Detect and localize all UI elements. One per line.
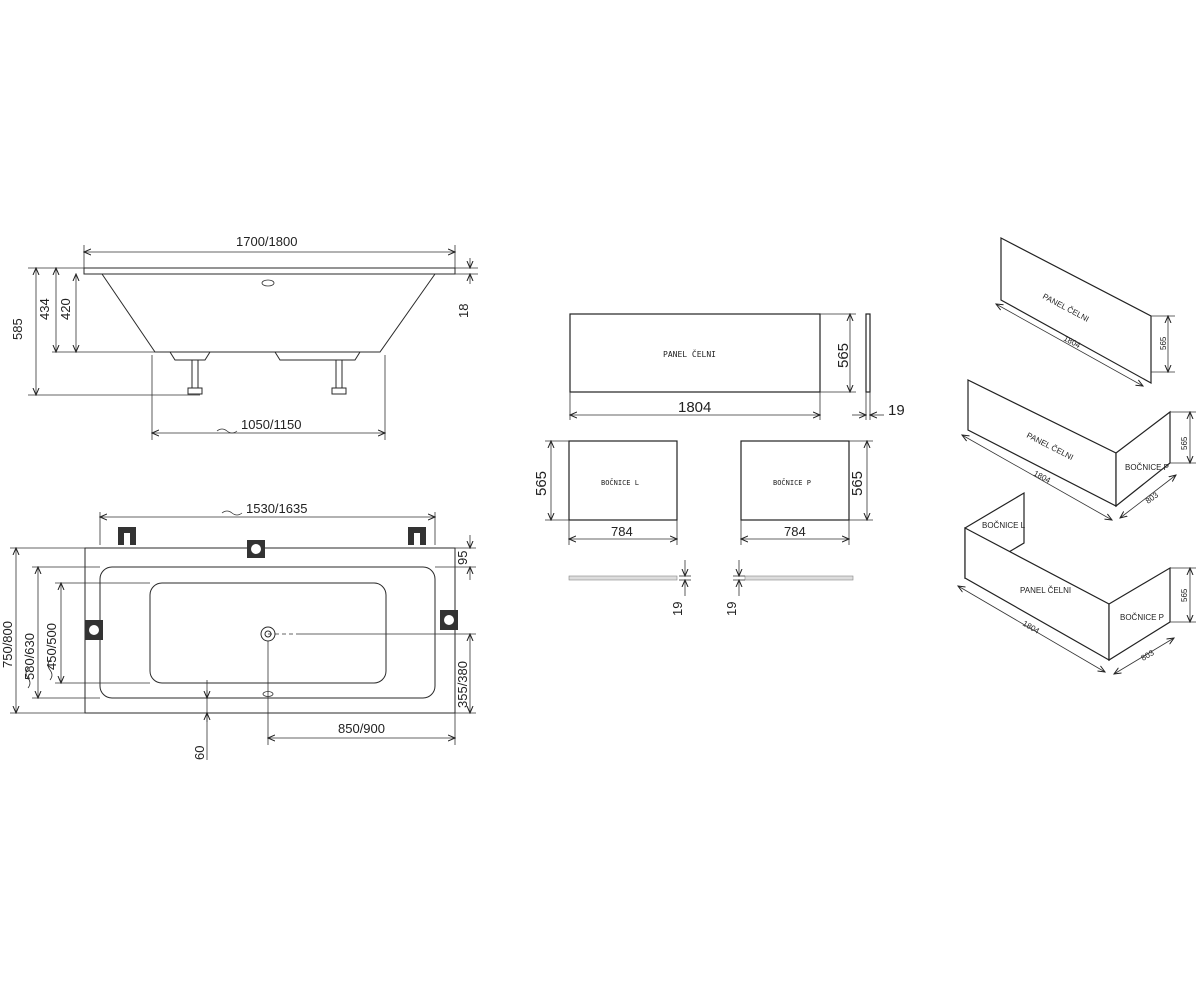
iso2-side-width: 803 <box>1144 490 1161 505</box>
dim-width-2: 580/630 <box>22 633 37 680</box>
foot-left <box>187 360 203 395</box>
panels-flat: PANEL ČELNI 1804 565 19 BOČNICE L 565 78… <box>533 314 905 616</box>
dim-length: 1700/1800 <box>236 234 297 249</box>
side-panel-right-width: 784 <box>784 524 806 539</box>
tub-outline <box>84 547 456 714</box>
dim-drain-end: 850/900 <box>338 721 385 736</box>
side-panel-left-width: 784 <box>611 524 633 539</box>
front-panel-height: 565 <box>835 343 852 368</box>
iso3-right-label: BOČNICE P <box>1120 613 1164 622</box>
dim-inner-length: 1530/1635 <box>246 501 307 516</box>
overflow-icon <box>261 279 275 287</box>
dim-height-total: 585 <box>10 318 25 340</box>
side-panel-right-height: 565 <box>849 471 866 496</box>
iso3-height: 565 <box>1180 588 1189 602</box>
dim-feet-span: 1050/1150 <box>241 417 302 432</box>
side-panel-right-thickness: 19 <box>724 602 739 616</box>
front-panel <box>569 313 821 393</box>
side-panel-left-label: BOČNICE L <box>601 478 639 487</box>
tub-body <box>101 273 436 353</box>
dim-height-420: 420 <box>58 298 73 320</box>
dim-drain-side: 355/380 <box>455 661 470 708</box>
dim-width-3: 450/500 <box>44 623 59 670</box>
bracket-icon <box>85 620 103 640</box>
iso3-front-label: PANEL ČELNI <box>1020 586 1071 595</box>
iso2-side-label: BOČNICE P <box>1125 463 1169 472</box>
dim-rim: 18 <box>456 304 471 318</box>
iso-front-side: PANEL ČELNI BOČNICE P 1804 803 565 <box>962 379 1196 520</box>
front-panel-width: 1804 <box>678 399 711 416</box>
tub-rim <box>83 267 456 275</box>
bracket-icon <box>408 527 426 545</box>
side-panel-left <box>568 440 678 521</box>
iso1-height: 565 <box>1159 336 1168 350</box>
side-panel-right-label: BOČNICE P <box>773 478 811 487</box>
side-panel-left-thickness: 19 <box>670 602 685 616</box>
front-panel-label: PANEL ČELNI <box>663 348 716 359</box>
dim-edge: 60 <box>192 746 207 760</box>
bracket-icon <box>440 610 458 630</box>
iso-front-only: PANEL ČELNI 1804 565 <box>996 237 1175 386</box>
side-panel-left-edge <box>568 575 678 581</box>
side-panel-right-edge <box>744 575 854 581</box>
foot-right <box>331 360 347 395</box>
dim-width-total: 750/800 <box>0 621 15 668</box>
front-panel-edge <box>865 313 871 393</box>
side-panel-left-height: 565 <box>533 471 550 496</box>
iso-u-shape: BOČNICE L PANEL ČELNI BOČNICE P 1804 803… <box>958 491 1196 674</box>
dim-offset-top: 95 <box>455 551 470 565</box>
iso3-left-label: BOČNICE L <box>982 521 1026 530</box>
side-view: 1700/1800 585 434 420 <box>10 234 478 440</box>
side-panel-right <box>740 440 850 521</box>
iso2-height: 565 <box>1180 436 1189 450</box>
bracket-icon <box>118 527 136 545</box>
bracket-icon <box>247 540 265 558</box>
front-panel-thickness: 19 <box>888 402 905 419</box>
dim-height-434: 434 <box>37 298 52 320</box>
top-view: 1530/1635 <box>0 501 476 760</box>
